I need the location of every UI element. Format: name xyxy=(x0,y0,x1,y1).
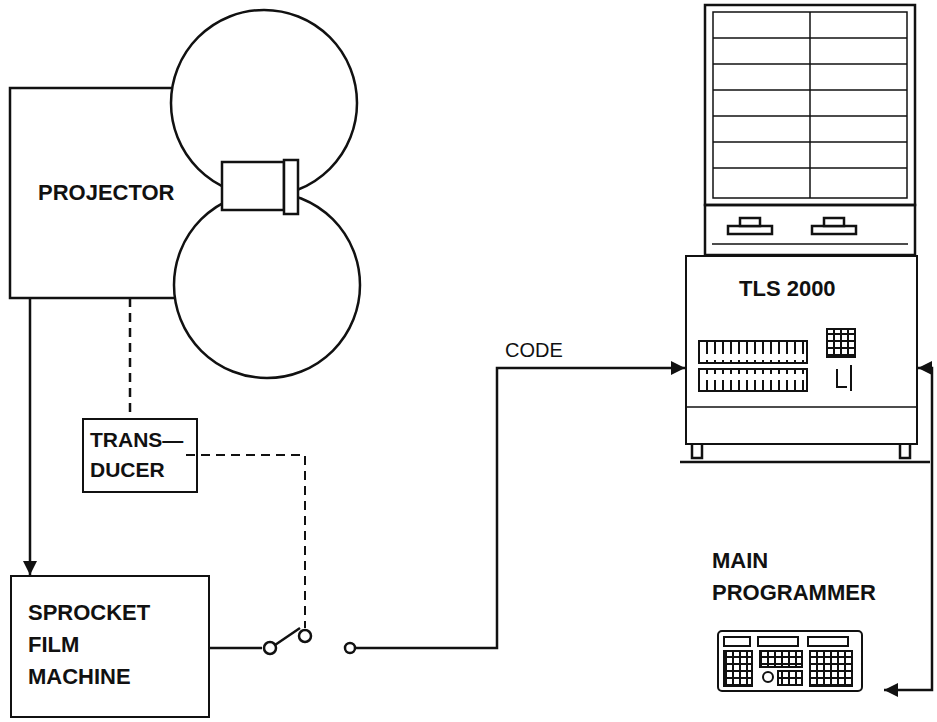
transducer-box: TRANS— DUCER xyxy=(82,418,198,493)
projector-box: PROJECTOR xyxy=(10,88,235,298)
switch-symbol xyxy=(262,628,355,656)
node-label: SPROCKET FILM MACHINE xyxy=(28,597,178,693)
dashed-connector xyxy=(129,298,132,418)
signal-connector xyxy=(884,368,932,690)
node-label: TRANS— DUCER xyxy=(90,425,190,486)
transducer-wire xyxy=(186,455,305,628)
projector-illustration xyxy=(10,10,360,378)
tls-2000-cabinet: TLS 2000 xyxy=(685,255,918,445)
edge-label: CODE xyxy=(503,339,565,362)
signal-connector xyxy=(29,298,32,575)
main-programmer: MAIN PROGRAMMER xyxy=(712,545,884,695)
signal-connector xyxy=(210,368,685,648)
node-label: TLS 2000 xyxy=(739,273,906,305)
node-label: PROJECTOR xyxy=(38,177,175,209)
tls-rack-illustration xyxy=(680,5,930,462)
node-label: MAIN PROGRAMMER xyxy=(712,545,884,609)
sprocket-film-machine-box: SPROCKET FILM MACHINE xyxy=(10,575,210,718)
